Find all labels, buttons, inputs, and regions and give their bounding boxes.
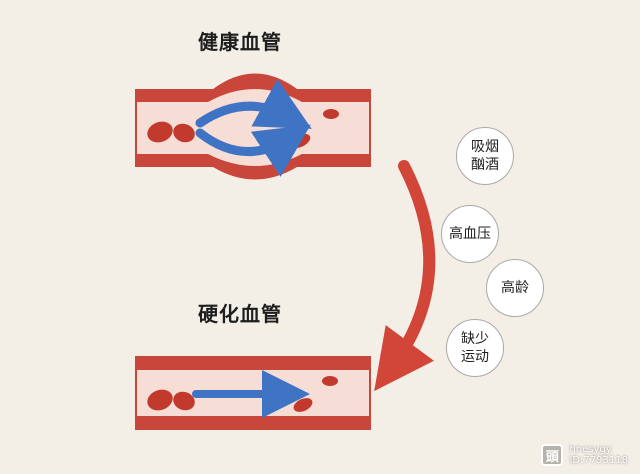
cause-label: 高血压 xyxy=(449,226,491,242)
watermark-logo-icon: 頭 xyxy=(541,444,564,466)
watermark: 頭 hnesygy ID:7793118 xyxy=(541,444,628,466)
blood-cell xyxy=(323,109,339,119)
cause-bubble-old-age: 高龄 xyxy=(486,259,544,317)
blood-cell xyxy=(173,391,195,411)
cause-bubble-smoking-drinking: 吸烟 酗酒 xyxy=(456,127,514,185)
blood-cell xyxy=(322,376,338,386)
healthy-vessel-title: 健康血管 xyxy=(198,30,282,54)
blood-cell xyxy=(173,123,195,143)
blood-cell xyxy=(147,121,173,143)
blood-cell xyxy=(147,389,173,411)
transition-arrow xyxy=(374,160,436,392)
flow-arrow-upper xyxy=(195,79,312,129)
cause-bubble-lack-of-exercise: 缺少 运动 xyxy=(446,319,504,377)
cause-bubble-hypertension: 高血压 xyxy=(441,205,499,263)
hardened-vessel-title: 硬化血管 xyxy=(198,302,282,326)
watermark-text: hnesygy ID:7793118 xyxy=(569,444,628,466)
cause-label: 缺少 运动 xyxy=(461,331,489,365)
flow-arrow-lower xyxy=(195,124,311,177)
watermark-line1: hnesygy xyxy=(569,444,612,455)
cause-label: 高龄 xyxy=(501,280,529,296)
watermark-line2: ID:7793118 xyxy=(569,455,628,466)
cause-label: 吸烟 酗酒 xyxy=(471,139,499,173)
